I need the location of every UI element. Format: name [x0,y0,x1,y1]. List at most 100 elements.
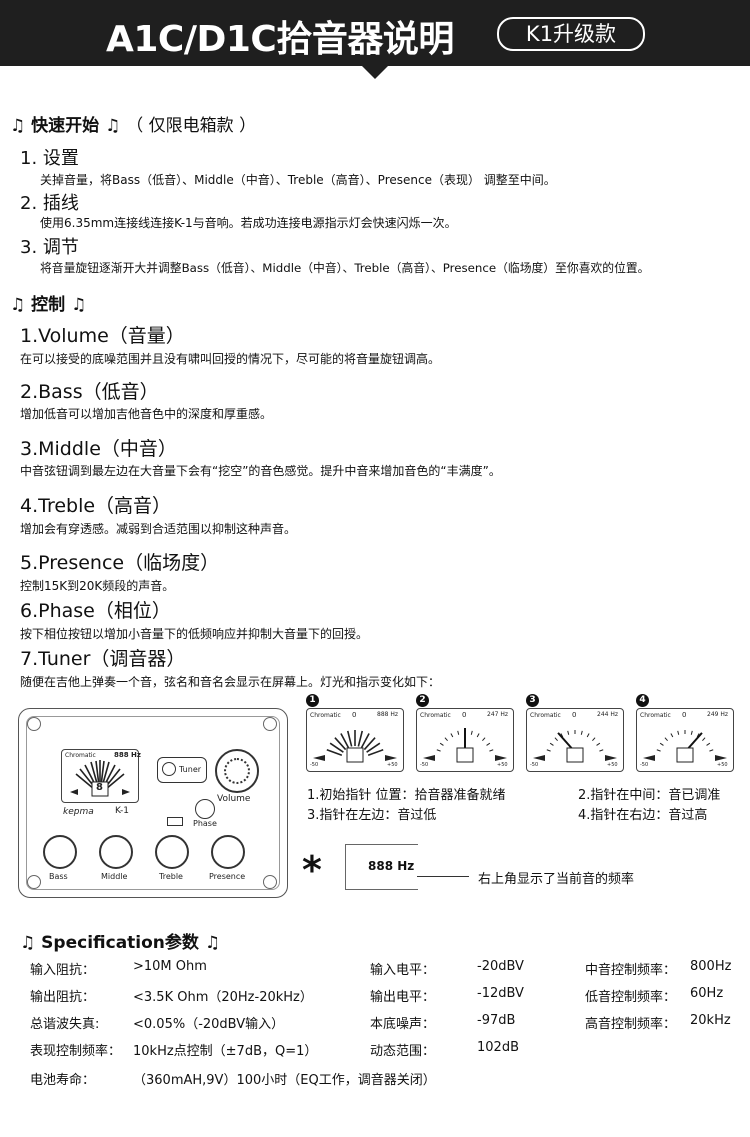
phase-label: Phase [193,819,217,828]
step-desc: 关掉音量，将Bass（低音）、Middle（中音）、Treble（高音）、Pre… [40,173,556,187]
spec-label: 输出阻抗： [30,990,96,1005]
presence-knob[interactable] [211,835,245,869]
quick-start-heading: ♫ 快速开始 ♫ （ 仅限电箱款 ） [10,111,256,136]
scale-min-label: -50 [640,762,649,768]
controls-title: 控制 [31,295,66,315]
spec-value: -20dBV [477,959,524,974]
display-mode: Chromatic [530,712,561,719]
music-note-icon: ♫ [10,295,26,315]
spec-label: 本底噪声： [370,1017,436,1032]
control-desc: 在可以接受的底噪范围并且没有啸叫回授的情况下，尽可能的将音量旋钮调高。 [20,352,441,366]
control-desc: 增加低音可以增加吉他音色中的深度和厚重感。 [20,407,273,421]
middle-knob[interactable] [99,835,133,869]
frequency-note-text: 右上角显示了当前音的频率 [478,872,635,887]
tuner-caption: 4.指针在右边：音过高 [578,808,708,823]
spec-label: 动态范围： [370,1044,436,1059]
step-number-badge: 3 [526,694,539,707]
control-desc: 按下相位按钮以增加小音量下的低频响应并抑制大音量下的回授。 [20,627,369,641]
spec-value: -12dBV [477,986,524,1001]
control-desc: 控制15K到20K频段的声音。 [20,579,175,593]
tuner-meter-icon [423,728,507,763]
control-title: 1.Volume（音量） [20,325,185,347]
battery-value: （360mAH,9V）100小时（EQ工作，调音器关闭） [133,1073,436,1088]
music-note-icon: ♫ [71,295,87,315]
phase-button[interactable] [195,799,215,819]
tuner-meter-icon [313,730,397,763]
control-desc: 中音弦钮调到最左边在大音量下会有“挖空”的音色感觉。提升中音来增加音色的“丰满度… [20,464,501,478]
knob-label: Bass [49,872,68,881]
spec-value: <0.05%（-20dBV输入） [133,1017,285,1032]
screw-icon [27,717,41,731]
detail-frequency: 888 Hz [368,859,415,873]
display-frequency: 888 Hz [114,751,141,759]
page-title: A1C/D1C拾音器说明 [106,19,454,60]
music-note-icon: ♫ [20,933,36,953]
step-number-badge: 4 [636,694,649,707]
spec-label: 高音控制频率： [585,1017,677,1032]
music-note-icon: ♫ [10,116,26,136]
knob-label: Treble [159,872,183,881]
frequency-display-detail: 888 Hz [345,844,418,890]
step-number-badge: 2 [416,694,429,707]
volume-label: Volume [217,794,251,804]
spec-value: <3.5K Ohm（20Hz-20kHz） [133,990,313,1005]
knob-label: Presence [209,872,246,881]
control-desc: 增加会有穿透感。减弱到合适范围以抑制这种声音。 [20,522,297,536]
control-title: 3.Middle（中音） [20,438,177,460]
spec-value: 60Hz [690,986,724,1001]
control-title: 7.Tuner（调音器） [20,648,186,670]
music-note-icon: ♫ [105,116,121,136]
panel-face [26,716,280,890]
header-pointer [361,65,389,79]
step-number-badge: 1 [306,694,319,707]
knob-label: Middle [101,872,128,881]
version-badge: K1升级款 [497,17,645,51]
tuner-meter-icon [533,730,617,763]
step-title: 2. 插线 [20,193,79,214]
spec-title: Specification参数 [41,933,199,953]
screw-icon [263,875,277,889]
tuner-button[interactable]: Tuner [157,757,207,783]
panel-tuner-display: Chromatic 888 Hz 8 [61,749,141,803]
step-desc: 使用6.35mm连接线连接K-1与音响。若成功连接电源指示灯会快速闪烁一次。 [40,216,457,230]
scale-min-label: -50 [530,762,539,768]
tuner-label: Tuner [179,765,202,774]
treble-knob[interactable] [155,835,189,869]
bass-knob[interactable] [43,835,77,869]
volume-knob[interactable] [215,749,259,793]
display-mode: Chromatic [310,712,341,719]
scale-zero-label: 0 [352,711,357,719]
scale-max-label: +50 [607,762,618,768]
asterisk-mark: * [302,848,322,892]
scale-min-label: -50 [420,762,429,768]
tuner-caption: 1.初始指针 位置：拾音器准备就绪 [307,788,506,803]
spec-value: 800Hz [690,959,732,974]
spec-label: 输入阻抗： [30,963,96,978]
tuner-meter-icon [643,730,727,763]
display-mode: Chromatic [420,712,451,719]
controls-heading: ♫ 控制 ♫ [10,290,86,315]
display-frequency: 244 Hz [597,711,619,718]
scale-zero-label: 0 [682,711,687,719]
spec-heading: ♫ Specification参数 ♫ [20,928,220,953]
control-title: 5.Presence（临场度） [20,552,220,574]
brand-logo: kepma [63,807,94,817]
display-frequency: 249 Hz [707,711,729,718]
spec-label: 中音控制频率： [585,963,677,978]
display-mode: Chromatic [65,752,96,759]
music-note-icon: ♫ [204,933,221,953]
step-title: 3. 调节 [20,237,79,258]
control-desc: 随便在吉他上弹奏一个音，弦名和音名会显示在屏幕上。灯光和指示变化如下： [20,675,441,689]
display-frequency: 888 Hz [377,711,399,718]
step-title: 1. 设置 [20,148,79,169]
header-bar: A1C/D1C拾音器说明 K1升级款 [0,0,750,66]
spec-value: 10kHz点控制（±7dB，Q=1） [133,1044,318,1059]
spec-label: 表现控制频率： [30,1044,122,1059]
pickup-control-panel: Chromatic 888 Hz 8 kepma K-1 Tuner Volum… [18,708,288,898]
scale-max-label: +50 [497,762,508,768]
scale-zero-label: 0 [572,711,577,719]
scale-zero-label: 0 [462,711,467,719]
quick-start-note: （ 仅限电箱款 ） [126,116,257,136]
